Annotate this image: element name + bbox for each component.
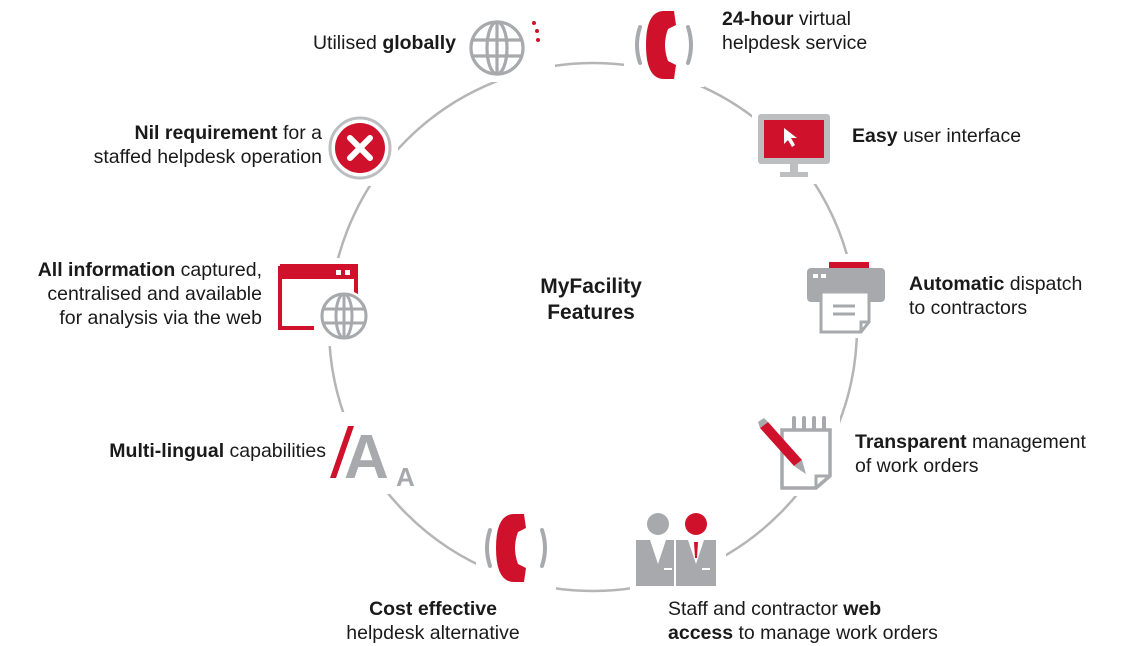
feature-nil-requirement: Nil requirement for a staffed helpdesk o…: [22, 121, 322, 169]
feature-all-information-rest: captured,: [175, 259, 262, 281]
feature-easy-ui: Easy user interface: [852, 124, 1092, 148]
feature-automatic-dispatch-bold: Automatic: [909, 273, 1005, 295]
feature-all-information: All information captured, centralised an…: [2, 258, 262, 330]
feature-global-bold: globally: [382, 32, 456, 54]
browser-globe-icon: [274, 258, 378, 346]
feature-cost-effective-line2: helpdesk alternative: [346, 622, 520, 644]
phone-dollar-icon: $: [476, 508, 556, 590]
feature-24-hour-bold: 24-hour: [722, 8, 794, 30]
feature-all-information-line3: for analysis via the web: [59, 307, 262, 329]
feature-multi-lingual: Multi-lingual capabilities: [60, 439, 326, 463]
feature-automatic-dispatch-rest: dispatch: [1004, 273, 1083, 295]
feature-web-access-rest2: to manage work orders: [733, 622, 938, 644]
feature-web-access: Staff and contractor web access to manag…: [668, 597, 988, 645]
feature-automatic-dispatch-line2: to contractors: [909, 297, 1028, 319]
close-circle-icon: [322, 110, 398, 186]
feature-transparent-line2: of work orders: [855, 455, 979, 477]
feature-all-information-bold: All information: [37, 259, 176, 281]
feature-all-information-line2: centralised and available: [47, 283, 262, 305]
center-title: MyFacility Features: [491, 274, 691, 326]
feature-cost-effective: Cost effective helpdesk alternative: [318, 597, 548, 645]
feature-24-hour: 24-hour virtual helpdesk service: [722, 7, 982, 55]
feature-web-access-pre: Staff and contractor: [668, 598, 844, 620]
feature-global-pre: Utilised: [312, 32, 383, 54]
feature-24-hour-rest: virtual: [793, 8, 851, 30]
feature-web-access-bold: web: [843, 598, 882, 620]
font-letters-icon: A A: [326, 412, 430, 494]
printer-icon: [803, 254, 889, 338]
feature-transparent-bold: Transparent: [855, 431, 967, 453]
phone-icon: [624, 5, 704, 87]
dollar-symbol: $: [524, 542, 533, 559]
letter-big: A: [344, 423, 389, 492]
feature-multi-lingual-rest: capabilities: [224, 440, 326, 462]
feature-global: Utilised globally: [226, 31, 456, 55]
letter-small: A: [396, 462, 415, 492]
feature-automatic-dispatch: Automatic dispatch to contractors: [909, 272, 1119, 320]
feature-nil-requirement-bold: Nil requirement: [134, 122, 278, 144]
feature-easy-ui-rest: user interface: [897, 125, 1022, 147]
feature-web-access-bold2: access: [668, 622, 734, 644]
feature-multi-lingual-bold: Multi-lingual: [109, 440, 225, 462]
feature-transparent-management: Transparent management of work orders: [855, 430, 1119, 478]
feature-nil-requirement-line2: staffed helpdesk operation: [93, 146, 322, 168]
pen-notepad-icon: [752, 410, 840, 496]
globe-icon: [455, 12, 555, 82]
center-title-line2: Features: [547, 301, 635, 324]
people-icon: [630, 510, 726, 592]
feature-24-hour-line2: helpdesk service: [722, 32, 868, 54]
feature-transparent-rest: management: [966, 431, 1086, 453]
monitor-cursor-icon: [752, 110, 838, 184]
feature-easy-ui-bold: Easy: [852, 125, 898, 147]
feature-nil-requirement-rest: for a: [277, 122, 322, 144]
feature-cost-effective-bold: Cost effective: [369, 598, 497, 620]
center-title-line1: MyFacility: [540, 275, 642, 298]
